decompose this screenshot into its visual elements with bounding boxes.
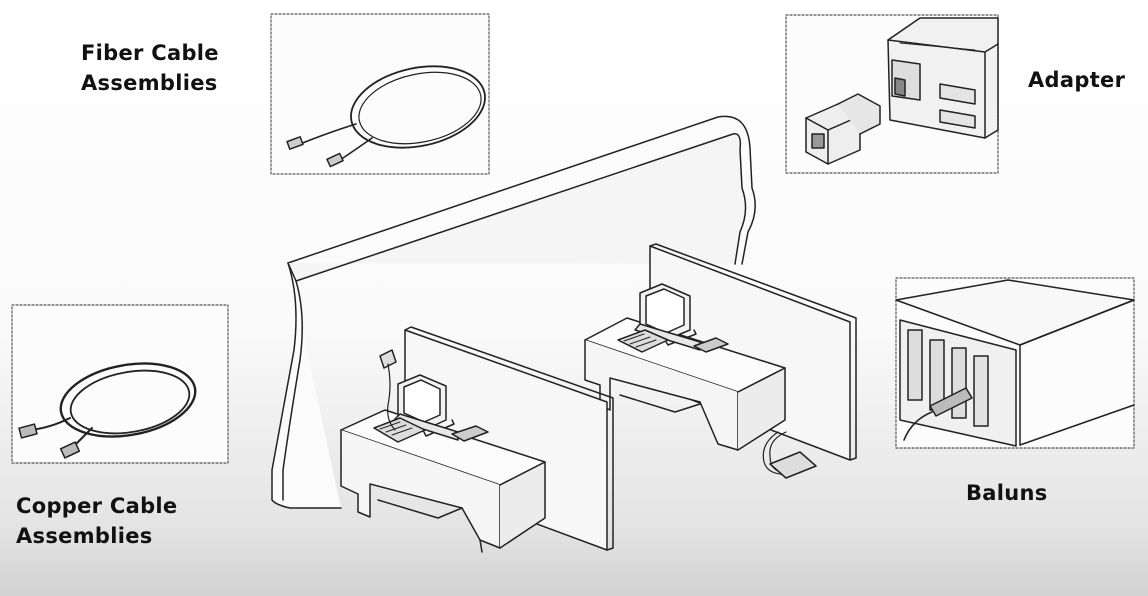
fiber-label-line-2: Assemblies [81, 68, 219, 98]
workstation-front [341, 327, 613, 552]
copper-label-line-2: Assemblies [16, 521, 177, 551]
workstation-rear [585, 244, 856, 478]
adapter-image [786, 15, 998, 173]
adapter-label: Adapter [1028, 65, 1125, 95]
baluns-label-text: Baluns [966, 478, 1048, 508]
baluns-image [896, 278, 1134, 448]
copper-cable-assemblies-label: Copper Cable Assemblies [16, 491, 177, 551]
fiber-label-line-1: Fiber Cable [81, 38, 219, 68]
fiber-cable-image [271, 14, 493, 174]
baluns-label: Baluns [966, 478, 1048, 508]
copper-cable-image [12, 305, 228, 463]
adapter-label-text: Adapter [1028, 65, 1125, 95]
copper-label-line-1: Copper Cable [16, 491, 177, 521]
fiber-cable-assemblies-label: Fiber Cable Assemblies [81, 38, 219, 98]
